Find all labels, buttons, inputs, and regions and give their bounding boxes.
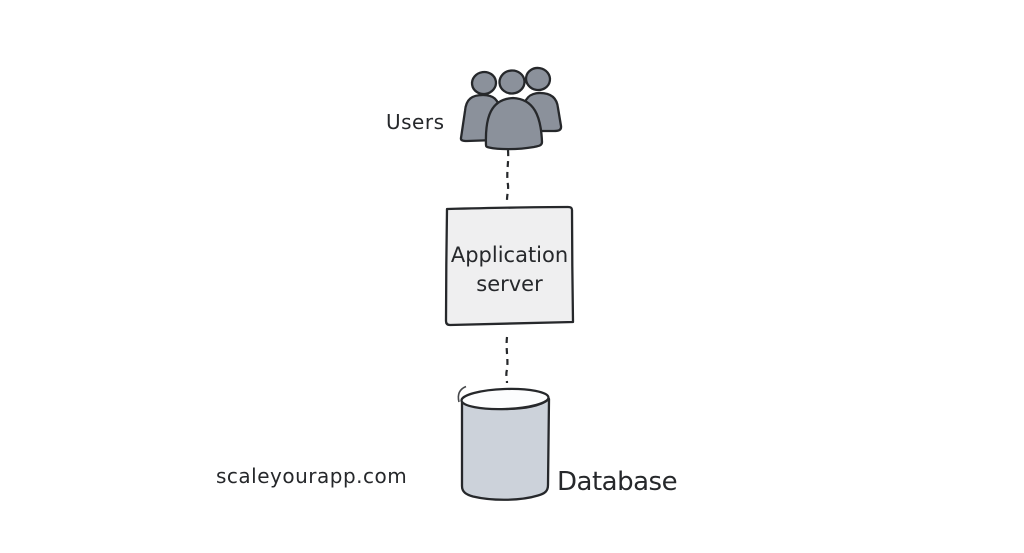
connector-users-appserver (505, 149, 510, 201)
cylinder-sketch-overshoot (457, 385, 467, 403)
watermark-text: scaleyourapp.com (216, 464, 408, 488)
person-left-head (470, 70, 498, 96)
person-middle-body (484, 96, 544, 151)
database-cylinder (457, 385, 551, 501)
person-right-head (524, 66, 552, 92)
application-server-label: Application server (450, 243, 569, 296)
application-server-box (444, 205, 575, 327)
cylinder-top (460, 387, 550, 411)
person-middle-head (498, 69, 526, 95)
cylinder-body (460, 397, 551, 501)
database-label: Database (557, 467, 678, 497)
users-icon (459, 66, 563, 151)
users-label: Users (386, 110, 445, 134)
connector-appserver-database (505, 336, 509, 384)
